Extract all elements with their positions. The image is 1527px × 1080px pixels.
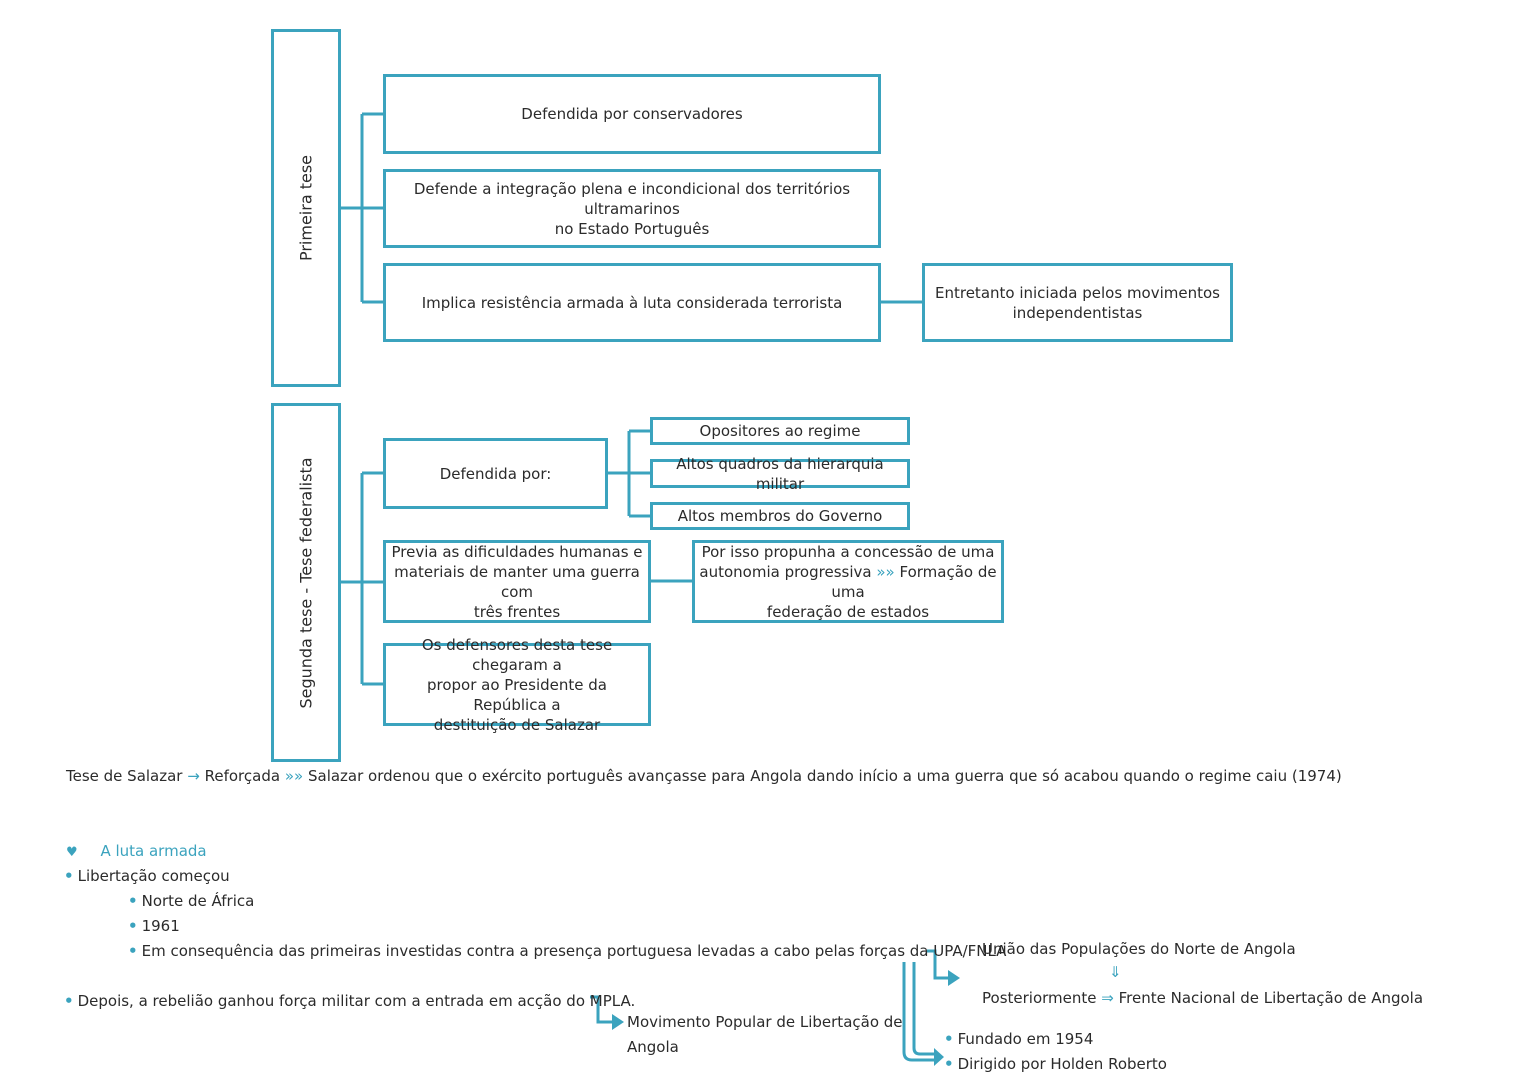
dirigido-text: Dirigido por Holden Roberto <box>957 1055 1167 1073</box>
defensores-text-line2: propor ao Presidente da República a <box>427 675 607 714</box>
integracao-box: Defende a integração plena e incondicion… <box>383 169 881 248</box>
movimentos-text-line1: Entretanto iniciada pelos movimentos <box>935 283 1220 302</box>
list-item: •Libertação começou <box>64 866 230 886</box>
segunda-tese-box: Segunda tese - Tese federalista <box>271 403 341 762</box>
segunda-tese-label: Segunda tese - Tese federalista <box>296 456 316 709</box>
tese-salazar-label: Tese de Salazar <box>66 767 183 785</box>
list-item: •Fundado em 1954 <box>944 1029 1093 1049</box>
posteriormente-text: Posteriormente <box>982 989 1097 1007</box>
bullet-icon: • <box>128 892 138 910</box>
heart-icon: ♥ <box>66 845 78 860</box>
list-item: •1961 <box>128 916 180 936</box>
rebeliao-text: Depois, a rebelião ganhou força militar … <box>77 992 636 1010</box>
defendida-por-box: Defendida por: <box>383 438 608 509</box>
mpla-text-line2: Angola <box>627 1038 679 1056</box>
list-item: •Em consequência das primeiras investida… <box>128 941 1006 961</box>
year-1961-text: 1961 <box>141 917 180 935</box>
fundado-text: Fundado em 1954 <box>957 1030 1094 1048</box>
defendida-conservadores-box: Defendida por conservadores <box>383 74 881 154</box>
posteriormente-line: Posteriormente ⇒ Frente Nacional de Libe… <box>982 988 1423 1008</box>
movimentos-text-line2: independentistas <box>1012 303 1143 322</box>
propunha-text-line3: federação de estados <box>766 602 930 621</box>
defensores-box: Os defensores desta tese chegaram a prop… <box>383 636 651 734</box>
bullet-icon: • <box>64 867 74 885</box>
defendida-conservadores-text: Defendida por conservadores <box>521 105 743 123</box>
mpla-text-line1: Movimento Popular de Libertação de <box>627 1013 903 1031</box>
salazar-ordenou-text: Salazar ordenou que o exército português… <box>307 767 1342 785</box>
defensores-text-line3: destituição de Salazar <box>433 715 601 734</box>
list-item: •Depois, a rebelião ganhou força militar… <box>64 991 635 1011</box>
bullet-icon: • <box>944 1055 954 1073</box>
double-arrow-icon: »» <box>284 767 304 785</box>
list-item: •Norte de África <box>128 891 254 911</box>
tese-salazar-line: Tese de Salazar → Reforçada »» Salazar o… <box>66 766 1342 786</box>
bullet-icon: • <box>128 942 138 960</box>
luta-armada-heading: ♥ A luta armada <box>66 841 207 863</box>
altos-quadros-text: Altos quadros da hierarquia militar <box>676 454 884 493</box>
resistencia-text: Implica resistência armada à luta consid… <box>421 293 843 312</box>
reforcada-label: Reforçada <box>204 767 281 785</box>
formacao-text: Formação de uma <box>831 562 997 601</box>
bullet-icon: • <box>944 1030 954 1048</box>
integracao-text-line2: no Estado Português <box>554 219 710 238</box>
defendida-por-text: Defendida por: <box>439 464 552 483</box>
primeira-tese-label: Primeira tese <box>296 154 316 262</box>
opositores-text: Opositores ao regime <box>699 422 861 440</box>
previa-text-line2: materiais de manter uma guerra com <box>394 562 640 601</box>
down-arrow-icon: ⇓ <box>1109 963 1122 981</box>
opositores-box: Opositores ao regime <box>650 417 910 445</box>
bullet-icon: • <box>128 917 138 935</box>
altos-membros-box: Altos membros do Governo <box>650 502 910 530</box>
upa-text: União das Populações do Norte de Angola <box>982 940 1296 958</box>
double-arrow-icon: »» <box>876 562 895 581</box>
previa-text-line1: Previa as dificuldades humanas e <box>391 542 643 561</box>
altos-membros-text: Altos membros do Governo <box>677 507 883 525</box>
list-item: •Dirigido por Holden Roberto <box>944 1054 1167 1074</box>
consequencia-text: Em consequência das primeiras investidas… <box>141 942 1007 960</box>
norte-africa-text: Norte de África <box>141 892 255 910</box>
fnla-text: Frente Nacional de Libertação de Angola <box>1118 989 1424 1007</box>
resistencia-box: Implica resistência armada à luta consid… <box>383 263 881 342</box>
altos-quadros-box: Altos quadros da hierarquia militar <box>650 455 910 493</box>
right-double-arrow-icon: ⇒ <box>1101 989 1114 1007</box>
previa-text-line3: três frentes <box>473 602 561 621</box>
arrow-right-icon: → <box>187 767 200 785</box>
movimentos-box: Entretanto iniciada pelos movimentos ind… <box>922 263 1233 342</box>
libertacao-text: Libertação começou <box>77 867 230 885</box>
primeira-tese-box: Primeira tese <box>271 29 341 387</box>
previa-box: Previa as dificuldades humanas e materia… <box>383 540 651 623</box>
luta-armada-title: A luta armada <box>100 842 207 860</box>
propunha-text-line2: autonomia progressiva »» Formação de uma <box>699 562 997 602</box>
defensores-text-line1: Os defensores desta tese chegaram a <box>421 635 613 674</box>
bullet-icon: • <box>64 992 74 1010</box>
propunha-text-line1: Por isso propunha a concessão de uma <box>701 542 995 561</box>
integracao-text-line1: Defende a integração plena e incondicion… <box>413 179 851 218</box>
propunha-box: Por isso propunha a concessão de uma aut… <box>692 540 1004 623</box>
autonomia-text: autonomia progressiva <box>699 562 872 581</box>
